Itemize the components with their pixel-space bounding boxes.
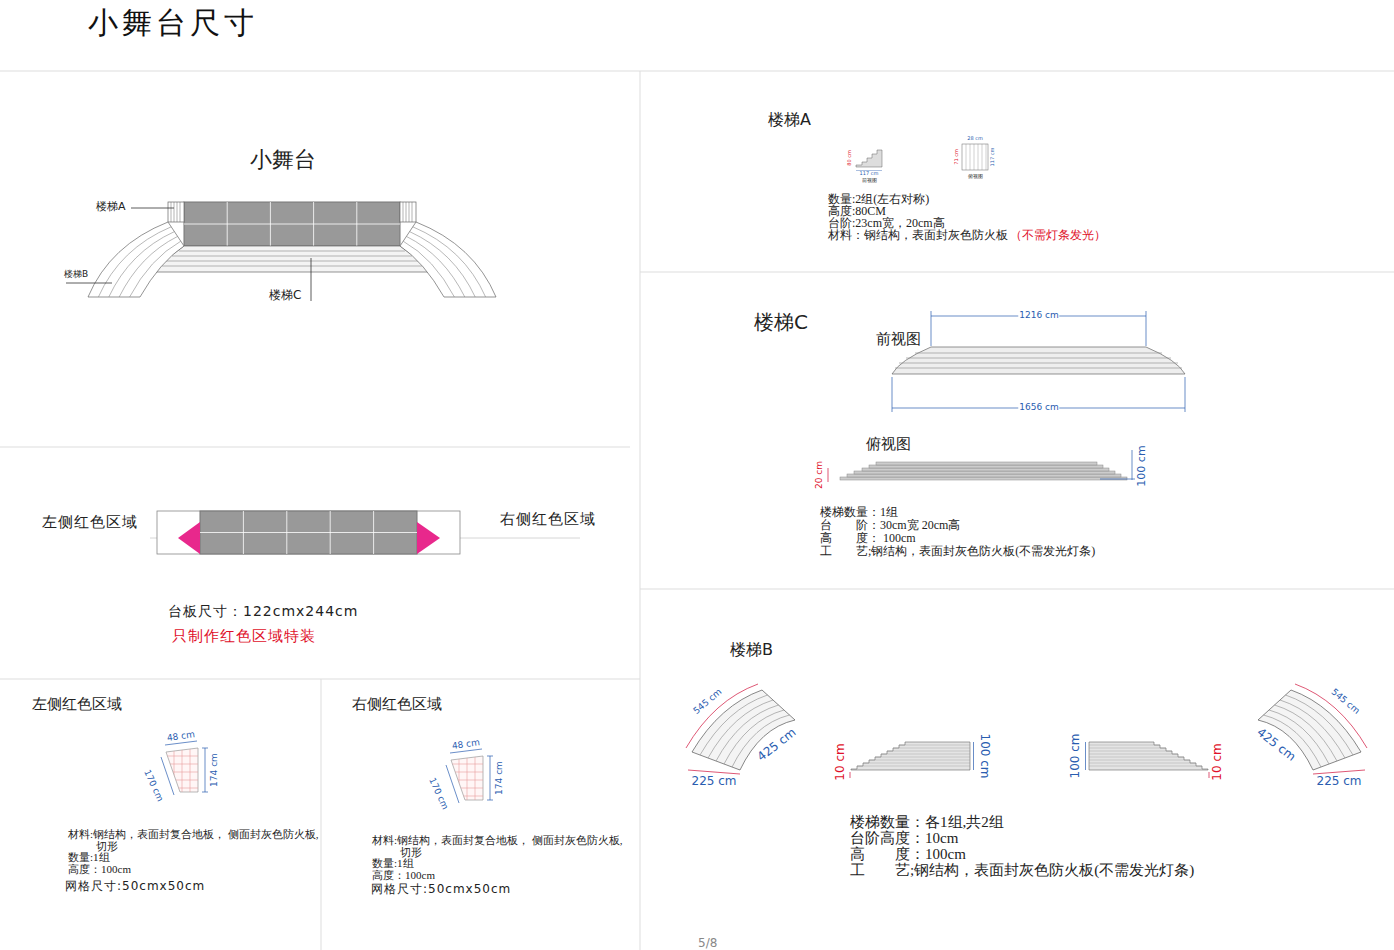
area-label: 左侧红色区域 <box>42 514 138 531</box>
dimension-label: 425 cm <box>1254 726 1298 764</box>
stair-b-drawing <box>686 684 1367 778</box>
spec-note: 楼梯数量：各1组,共2组 <box>850 814 1004 831</box>
dimension-label: 225 cm <box>691 775 736 788</box>
dimension-label: 10 cm <box>1211 743 1224 780</box>
spec-note: 台阶高度：10cm <box>850 830 958 847</box>
spec-note: 台板尺寸：122cmx244cm <box>168 604 358 619</box>
spec-note: 材料:钢结构，表面封复合地板， 侧面封灰色防火板,切形 <box>68 828 326 852</box>
leader-label: 楼梯C <box>269 289 301 302</box>
section-heading: 右侧红色区域 <box>352 696 442 713</box>
view-label: 俯视图 <box>866 436 911 453</box>
spec-note: 工 艺;钢结构，表面封灰色防火板(不需发光灯条) <box>850 862 1194 879</box>
dimension-label: 545 cm <box>691 687 725 718</box>
dimension-label: 28 cm <box>967 136 983 142</box>
dimension-label: 100 cm <box>977 733 990 778</box>
stair-c-drawing <box>828 311 1185 482</box>
section-heading: 楼梯C <box>754 311 808 333</box>
view-label: 俯视图 <box>968 174 983 180</box>
dimension-label: 170 cm <box>141 769 164 804</box>
dimension-label: 174 cm <box>210 753 220 787</box>
dimension-label: 174 cm <box>495 761 505 795</box>
page-title: 小舞台尺寸 <box>88 6 258 39</box>
dimension-label: 48 cm <box>166 730 195 744</box>
dimension-label: 20 cm <box>815 461 825 489</box>
spec-note: 数量:1组 <box>68 851 110 863</box>
dimension-label: 100 cm <box>1069 733 1082 778</box>
panel-rules <box>0 71 1394 950</box>
stair-a-drawing <box>856 144 988 171</box>
warning-note: 只制作红色区域特装 <box>172 628 316 645</box>
spec-note: 网格尺寸:50cmx50cm <box>371 883 511 896</box>
dimension-label: 225 cm <box>1316 775 1361 788</box>
drawing-title: 小舞台 <box>250 148 316 172</box>
page-number: 5/8 <box>698 937 717 950</box>
dimension-label: 10 cm <box>834 743 847 780</box>
dimension-label: 545 cm <box>1328 687 1362 718</box>
spec-note: 高度：100cm <box>68 863 131 875</box>
area-label: 右侧红色区域 <box>500 511 596 528</box>
view-label: 前视图 <box>862 178 877 184</box>
dimension-label: 100 cm <box>1136 445 1148 486</box>
dimension-label: 1656 cm <box>1018 403 1059 413</box>
dimension-label: 117 cm <box>990 148 996 167</box>
section-heading: 楼梯B <box>730 641 773 659</box>
spec-note: 数量:1组 <box>372 857 414 869</box>
spec-note: 高 度： 100cm <box>820 532 916 545</box>
spec-note: 台 阶：30cm宽 20cm高 <box>820 519 960 532</box>
section-heading: 左侧红色区域 <box>32 696 122 713</box>
spec-note: 高度：100cm <box>372 869 435 881</box>
stage-plan <box>66 202 496 301</box>
dimension-label: 117 cm <box>860 171 879 177</box>
dimension-label: 170 cm <box>426 777 449 812</box>
leader-label: 楼梯A <box>96 201 126 213</box>
view-label: 前视图 <box>876 331 921 348</box>
dimension-label: 425 cm <box>755 726 799 764</box>
section-heading: 楼梯A <box>768 111 811 129</box>
spec-note: 高 度：100cm <box>850 846 966 863</box>
spec-note: 材料：钢结构，表面封灰色防火板 <box>828 229 1008 242</box>
dimension-label: 1216 cm <box>1018 311 1059 321</box>
spec-note: 材料:钢结构，表面封复合地板， 侧面封灰色防火板,切形 <box>372 834 630 858</box>
spec-note: 网格尺寸:50cmx50cm <box>65 880 205 893</box>
dimension-label: 71 cm <box>954 149 960 165</box>
spec-note: 工 艺;钢结构，表面封灰色防火板(不需发光灯条) <box>820 545 1095 558</box>
spec-note: 楼梯数量：1组 <box>820 506 898 519</box>
dimension-label: 48 cm <box>451 738 480 752</box>
leader-label: 楼梯B <box>64 270 88 280</box>
dimension-label: 80 cm <box>847 150 853 166</box>
warning-note: （不需灯条发光） <box>1010 229 1106 242</box>
